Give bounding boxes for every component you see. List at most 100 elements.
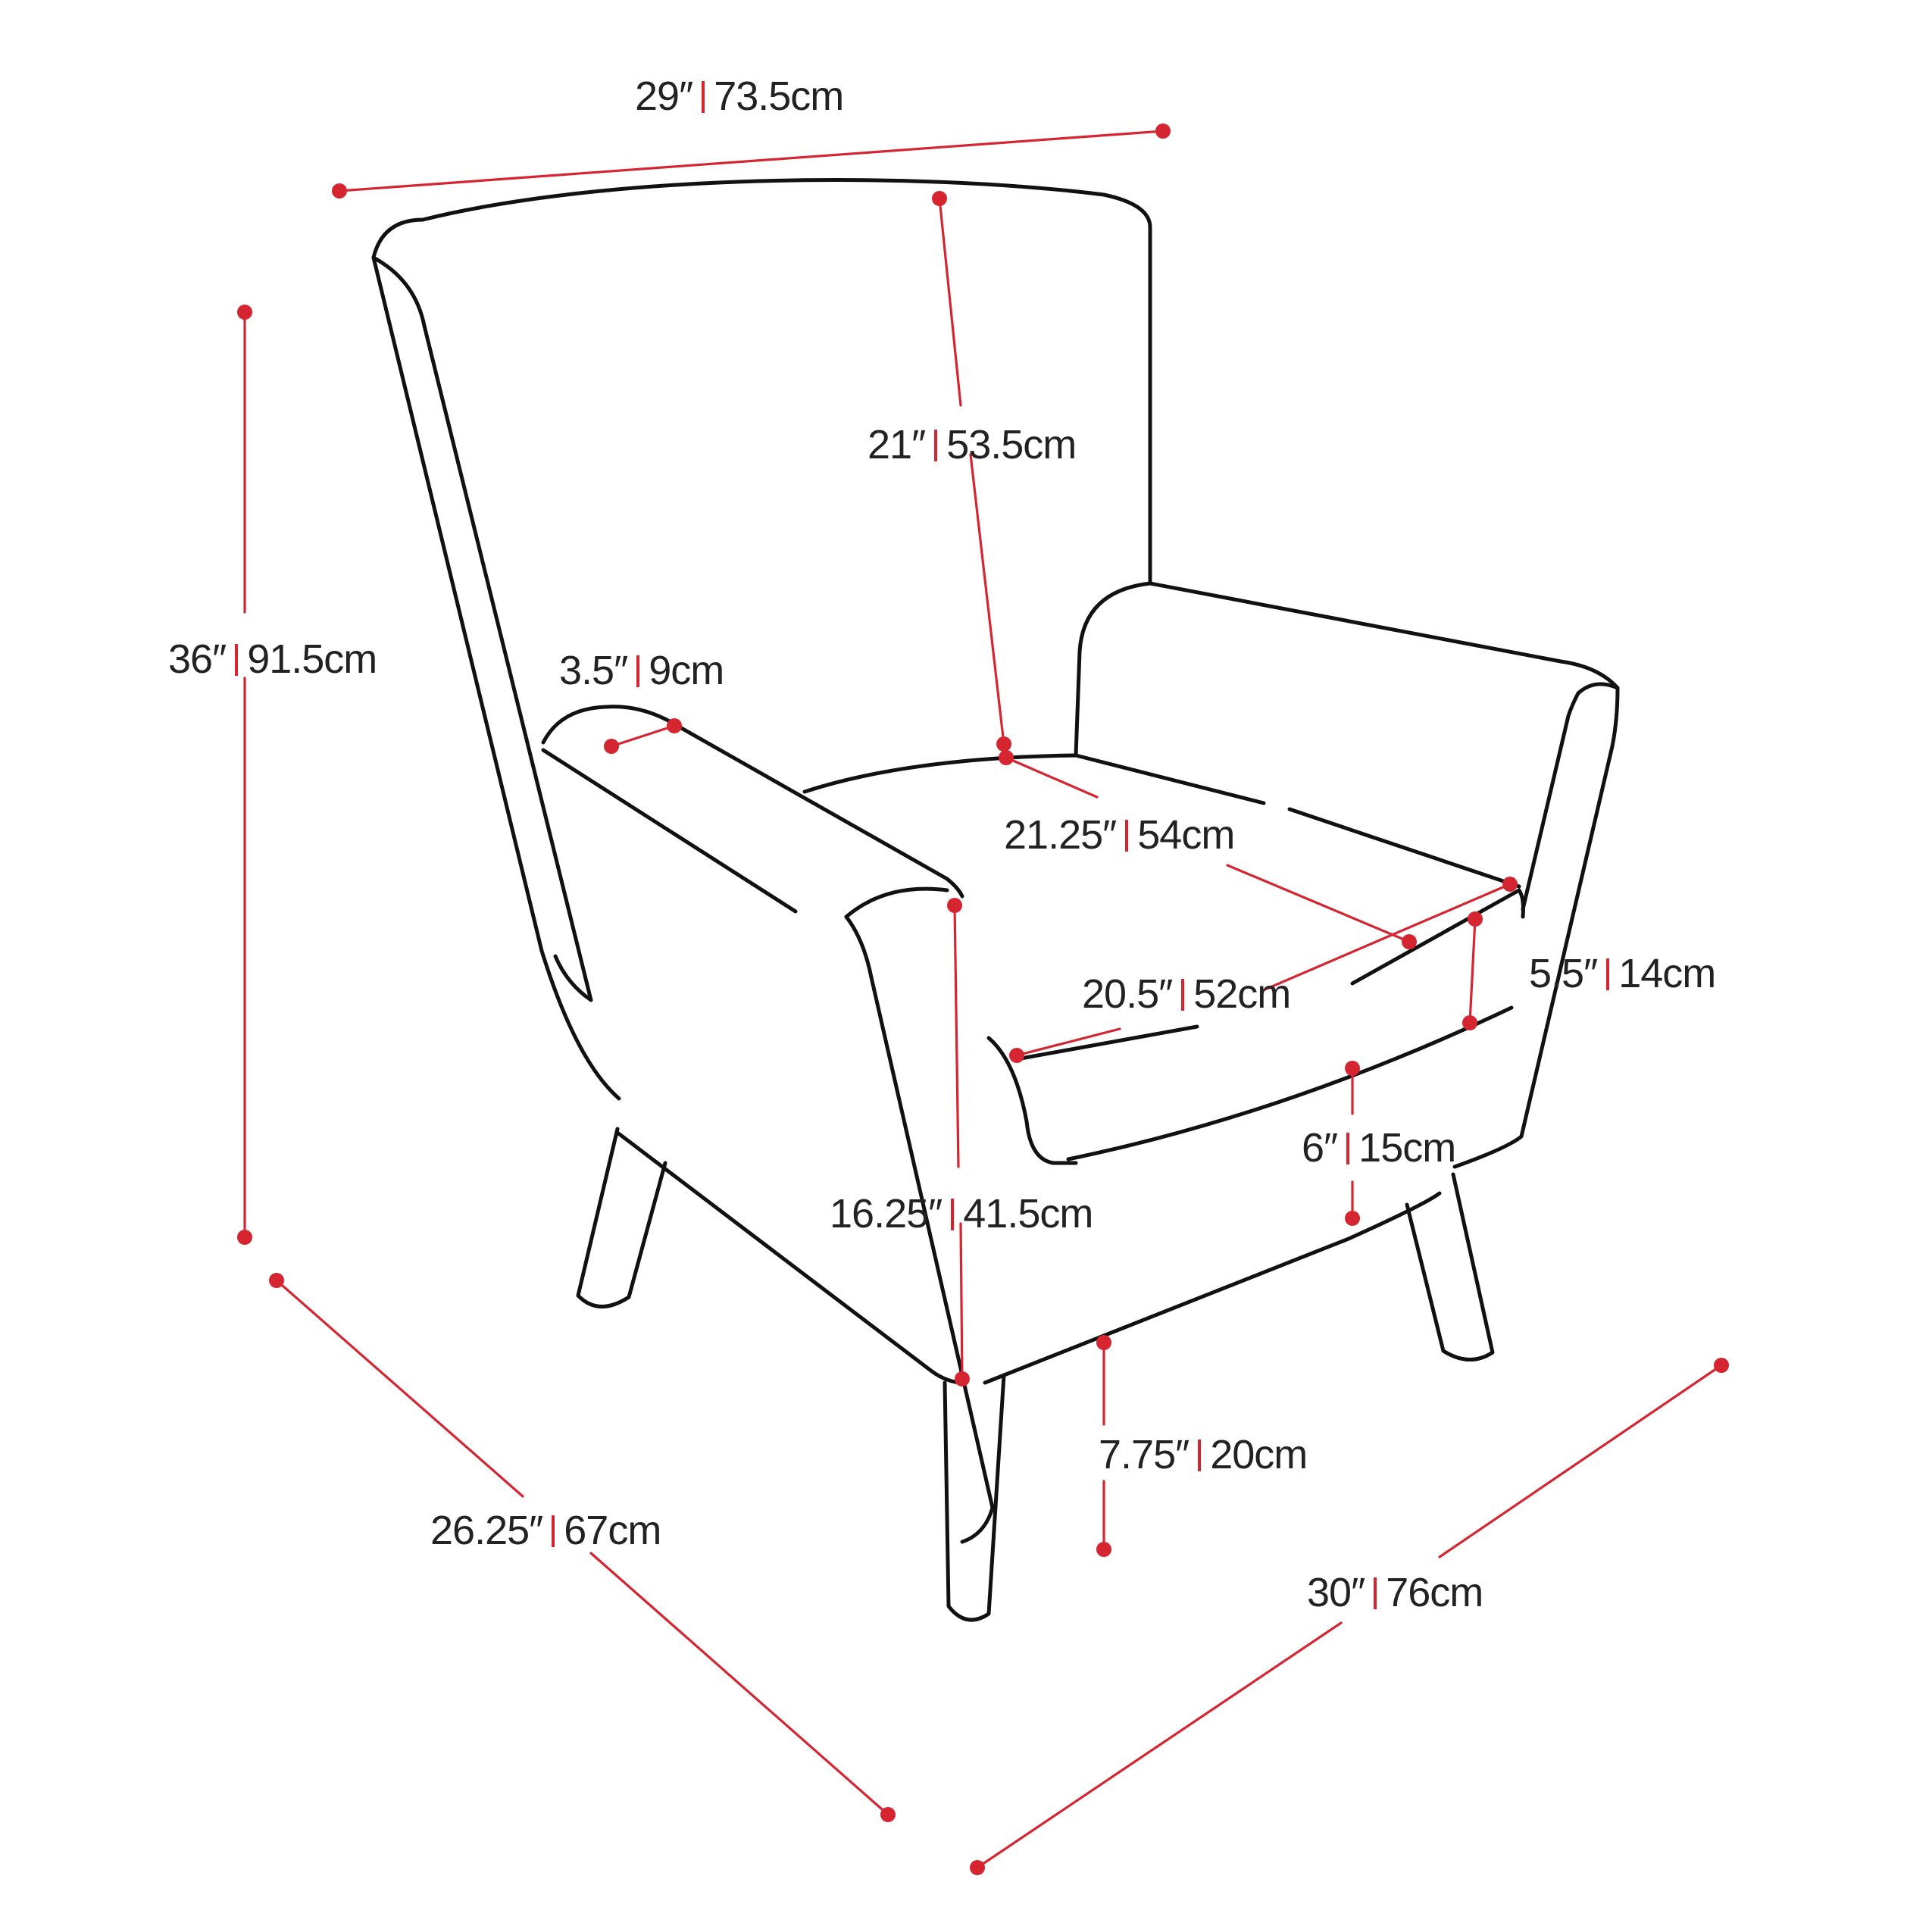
armchair-outline bbox=[371, 178, 1620, 1622]
seat-back-line bbox=[802, 753, 1078, 794]
dimension-endpoint-dot bbox=[1096, 1335, 1111, 1350]
dimension-arm-height bbox=[947, 898, 970, 1386]
dimension-line bbox=[1468, 918, 1477, 1024]
dimension-line bbox=[953, 904, 960, 1168]
left-wing-top bbox=[371, 217, 425, 260]
dimension-endpoint-dot bbox=[237, 305, 252, 320]
dim-imperial: 21″ bbox=[868, 422, 926, 467]
dimension-back-height bbox=[932, 191, 1011, 752]
dim-imperial: 16.25″ bbox=[830, 1191, 943, 1236]
dimension-overall-width bbox=[332, 123, 1171, 199]
dim-label-overall-height: 36″91.5cm bbox=[168, 639, 377, 680]
left-arm-front-curve bbox=[844, 886, 949, 919]
dim-label-leg-height: 7.75″20cm bbox=[1099, 1432, 1308, 1477]
dim-label-overall-length: 30″76cm bbox=[1307, 1572, 1483, 1613]
dimension-endpoint-dot bbox=[880, 1807, 896, 1822]
cushion-bottom-edge bbox=[1066, 1005, 1514, 1161]
dimension-overall-length bbox=[970, 1358, 1729, 1875]
dim-imperial: 30″ bbox=[1307, 1570, 1365, 1615]
dim-label-overall-width: 29″73.5cm bbox=[635, 73, 844, 119]
dimension-endpoint-dot bbox=[1096, 1542, 1111, 1557]
dimension-line bbox=[610, 724, 676, 748]
dim-label-base-thickness: 6″15cm bbox=[1302, 1125, 1456, 1171]
dim-imperial: 26.25″ bbox=[430, 1508, 543, 1553]
dimension-line bbox=[1226, 864, 1411, 943]
back-top-edge bbox=[420, 178, 1106, 222]
right-arm-front bbox=[1521, 691, 1580, 911]
dim-imperial: 20.5″ bbox=[1082, 971, 1173, 1017]
dim-imperial: 6″ bbox=[1302, 1125, 1338, 1171]
seat-top-back-edge bbox=[1074, 753, 1266, 805]
dimension-lines bbox=[237, 123, 1729, 1875]
dimension-base-thickness bbox=[1345, 1061, 1360, 1226]
seat-top-front-edge-2 bbox=[1350, 888, 1525, 986]
dim-imperial: 36″ bbox=[168, 636, 227, 682]
dim-metric: 9cm bbox=[649, 648, 724, 693]
dim-metric: 20cm bbox=[1210, 1432, 1308, 1477]
right-arm-top bbox=[1148, 581, 1620, 690]
dimension-endpoint-dot bbox=[1468, 911, 1483, 927]
back-right-leg bbox=[1405, 1172, 1495, 1361]
dim-metric: 67cm bbox=[564, 1508, 661, 1553]
dimension-leg-height bbox=[1096, 1335, 1111, 1557]
front-left-leg bbox=[943, 1373, 1006, 1622]
dimension-endpoint-dot bbox=[237, 1230, 252, 1245]
dimension-endpoint-dot bbox=[1402, 934, 1417, 949]
dimension-endpoint-dot bbox=[955, 1371, 970, 1386]
seat-top-back-edge-2 bbox=[1287, 807, 1521, 889]
dimension-line bbox=[275, 1279, 524, 1498]
dim-imperial: 21.25″ bbox=[1004, 812, 1117, 858]
dimension-line bbox=[1015, 1027, 1121, 1057]
dim-metric: 53.5cm bbox=[946, 422, 1077, 467]
seat-base-bottom-edge bbox=[983, 1191, 1442, 1385]
dimension-line bbox=[959, 1222, 964, 1380]
dimension-endpoint-dot bbox=[667, 718, 682, 733]
left-arm-top bbox=[541, 705, 964, 899]
dimension-seat-width bbox=[1009, 877, 1518, 1063]
dimension-overall-depth bbox=[269, 1273, 896, 1822]
dim-imperial: 5.5″ bbox=[1529, 951, 1598, 996]
dim-metric: 14cm bbox=[1618, 951, 1716, 996]
right-arm-outer bbox=[1452, 686, 1620, 1169]
dimension-line bbox=[969, 453, 1005, 746]
dimension-endpoint-dot bbox=[604, 739, 619, 754]
dim-label-arm-height: 16.25″41.5cm bbox=[830, 1193, 1093, 1234]
dimension-line bbox=[589, 1552, 889, 1816]
dimension-endpoint-dot bbox=[947, 898, 962, 913]
dimension-line bbox=[938, 197, 962, 407]
dimension-line bbox=[338, 130, 1165, 192]
dimension-line bbox=[1260, 883, 1512, 993]
dim-metric: 73.5cm bbox=[714, 73, 844, 119]
seat-top-front-edge bbox=[1014, 1024, 1199, 1061]
dimension-endpoint-dot bbox=[970, 1860, 985, 1875]
dimension-endpoint-dot bbox=[1502, 877, 1518, 892]
dimension-endpoint-dot bbox=[996, 736, 1011, 752]
dimension-line bbox=[1005, 756, 1099, 799]
dimension-endpoint-dot bbox=[1345, 1211, 1360, 1226]
dimension-line bbox=[976, 1621, 1343, 1869]
cushion-front-face bbox=[986, 1036, 1078, 1165]
dim-imperial: 3.5″ bbox=[559, 648, 628, 693]
left-wing-outer bbox=[371, 255, 621, 1101]
left-arm-top-inner bbox=[541, 748, 798, 914]
dimension-endpoint-dot bbox=[999, 750, 1014, 765]
left-wing-inner bbox=[371, 255, 593, 1002]
dim-label-back-height: 21″ 53.5cm bbox=[868, 422, 1077, 467]
dimension-endpoint-dot bbox=[269, 1273, 284, 1288]
dim-label-cushion-thickness: 5.5″ 14cm bbox=[1529, 951, 1716, 996]
back-left-leg bbox=[576, 1127, 667, 1308]
dimension-arm-width bbox=[604, 718, 682, 754]
dim-metric: 52cm bbox=[1193, 971, 1291, 1017]
right-arm-front-curve bbox=[1576, 682, 1620, 696]
dimension-overall-height bbox=[237, 305, 252, 1245]
dim-label-arm-width: 3.5″ 9cm bbox=[559, 650, 724, 691]
dimension-cushion-thickness bbox=[1462, 911, 1483, 1030]
dim-label-seat-depth: 21.25″ 54cm bbox=[1004, 812, 1235, 858]
dimension-endpoint-dot bbox=[932, 191, 947, 206]
dim-metric: 54cm bbox=[1137, 812, 1235, 858]
left-arm-front-face bbox=[844, 914, 995, 1544]
right-arm-inner bbox=[1074, 581, 1152, 758]
dimension-endpoint-dot bbox=[1155, 123, 1171, 139]
dimension-line bbox=[1438, 1364, 1723, 1558]
